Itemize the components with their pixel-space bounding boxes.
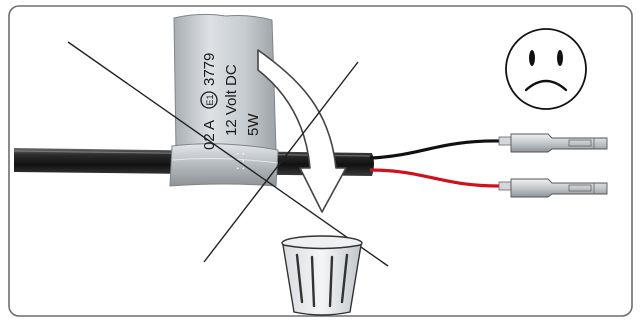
wires <box>369 139 501 188</box>
lower-terminal <box>498 178 608 198</box>
curved-arrow-icon <box>257 49 347 213</box>
red-wire <box>369 168 501 188</box>
label-text-group: 02 A E1 3779 12 Volt DC 5W <box>200 53 262 150</box>
label-tag <box>169 13 279 187</box>
label-dots-group: : : : <box>232 152 247 170</box>
e1-approval-mark: E1 <box>200 91 218 109</box>
approval-number: 3779 <box>201 53 218 86</box>
label-line-1: 02 A <box>201 120 218 150</box>
label-dots: : : : <box>232 152 247 170</box>
trash-bin-icon <box>281 235 363 316</box>
upper-terminal <box>498 133 608 153</box>
e1-mark-text: E1 <box>205 94 215 105</box>
label-line-2: 12 Volt DC <box>223 64 240 136</box>
sad-face-icon <box>505 28 587 110</box>
black-wire <box>369 139 501 160</box>
label-line-3: 5W <box>245 113 262 136</box>
cross-out-icon <box>67 41 389 267</box>
